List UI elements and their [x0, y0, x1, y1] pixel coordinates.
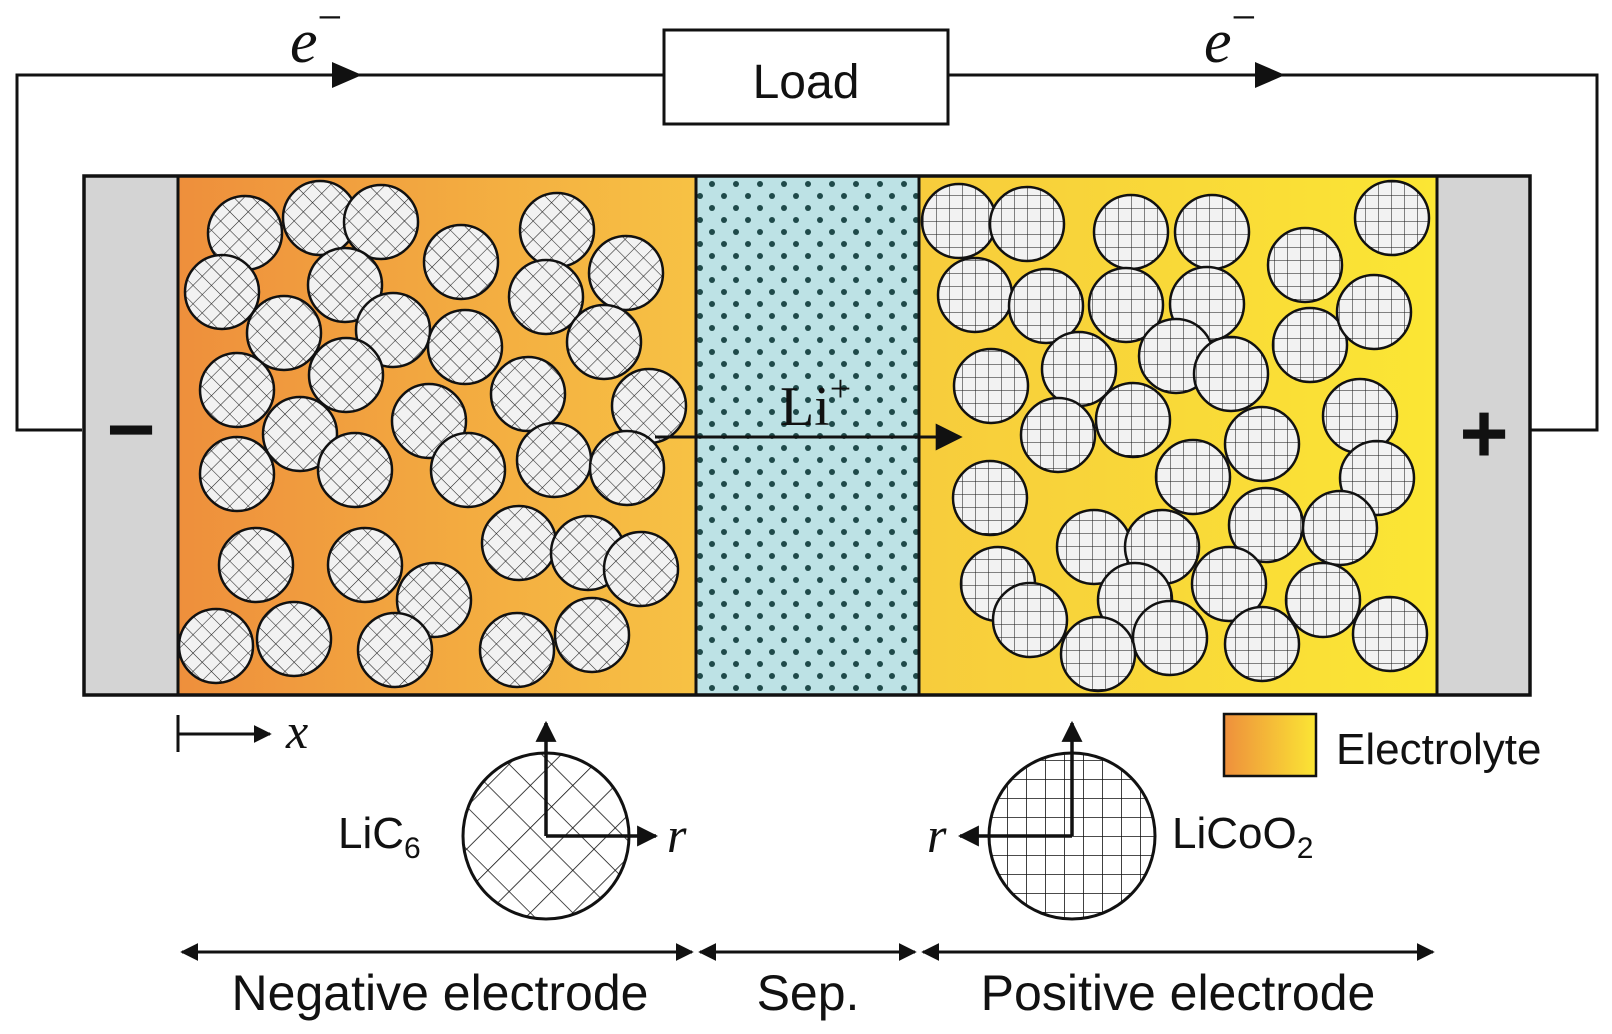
licoo2-label: LiCoO2 — [1172, 809, 1313, 865]
licoo2-particle — [1284, 561, 1362, 639]
lic6-particle — [489, 355, 567, 433]
positive-particles — [920, 179, 1431, 693]
licoo2-particle — [1092, 193, 1170, 271]
lic6-particle — [356, 611, 434, 689]
licoo2-particle — [1131, 599, 1209, 677]
licoo2-particle — [936, 256, 1014, 334]
licoo2-particle — [1335, 273, 1413, 351]
lic6-particle — [478, 611, 556, 689]
lic6-particle — [507, 258, 585, 336]
licoo2-particle — [952, 347, 1030, 425]
licoo2-particle — [1223, 605, 1301, 683]
licoo2-particle — [1223, 405, 1301, 483]
licoo2-particle — [1094, 381, 1172, 459]
electron-flow-arrow-left — [332, 62, 362, 88]
separator-label: Sep. — [757, 965, 860, 1021]
lic6-particle — [255, 600, 333, 678]
lic6-particle — [245, 294, 323, 372]
licoo2-particle — [1351, 595, 1429, 673]
lic6-particle — [326, 526, 404, 604]
lic6-particle — [354, 291, 432, 369]
licoo2-particle — [991, 581, 1069, 659]
licoo2-particle — [1087, 266, 1165, 344]
negative-current-collector — [84, 176, 178, 695]
lic6-label: LiC6 — [338, 809, 421, 865]
licoo2-particle — [1266, 226, 1344, 304]
positive-terminal-sign: + — [1459, 386, 1508, 480]
lic6-particle — [602, 530, 680, 608]
licoo2-particle — [951, 459, 1029, 537]
lic6-particle — [426, 308, 504, 386]
licoo2-particle — [988, 185, 1066, 263]
licoo2-particle — [1190, 545, 1268, 623]
cell-outline — [82, 174, 1532, 697]
lic6-particle — [587, 234, 665, 312]
electrolyte-legend-label: Electrolyte — [1336, 725, 1541, 774]
electron-label-right: e− — [1204, 0, 1256, 76]
licoo2-particle — [1019, 396, 1097, 474]
positive-electrode-label: Positive electrode — [981, 965, 1376, 1021]
electron-label-left: e− — [290, 0, 342, 76]
negative-electrode-label: Negative electrode — [232, 965, 649, 1021]
licoo2-particle — [1059, 615, 1137, 693]
lic6-particle — [198, 351, 276, 429]
lic6-particle — [217, 526, 295, 604]
licoo2-particle — [920, 182, 998, 260]
x-axis-label: x — [285, 703, 308, 759]
lic6-particle — [588, 429, 666, 507]
licoo2-particle — [1353, 179, 1431, 257]
positive-current-collector — [1437, 176, 1530, 695]
lic6-particle — [480, 504, 558, 582]
li-ion-label: Li+ — [780, 368, 851, 438]
licoo2-particle — [1271, 306, 1349, 384]
lic6-radial-label: r — [667, 807, 687, 863]
load-box — [662, 28, 950, 126]
lic6-particle — [429, 431, 507, 509]
licoo2-radial-label: r — [927, 807, 947, 863]
lic6-particle — [316, 431, 394, 509]
lic6-particle — [518, 191, 596, 269]
licoo2-particle — [1192, 335, 1270, 413]
lic6-particle — [183, 253, 261, 331]
lic6-particle — [342, 183, 420, 261]
electrolyte-legend-swatch — [1222, 712, 1318, 778]
lic6-particle — [422, 223, 500, 301]
lic6-particle — [515, 421, 593, 499]
lic6-particle — [261, 395, 339, 473]
lic6-particle — [307, 336, 385, 414]
licoo2-particle — [1154, 438, 1232, 516]
licoo2-particle — [1173, 193, 1251, 271]
licoo2-particle — [1301, 489, 1379, 567]
negative-terminal-sign: − — [106, 382, 155, 476]
lic6-particle — [198, 435, 276, 513]
lic6-particle — [177, 607, 255, 685]
lic6-particle — [553, 596, 631, 674]
electron-flow-arrow-right — [1255, 62, 1285, 88]
licoo2-particle — [1007, 267, 1085, 345]
load-label: Load — [753, 56, 860, 109]
lic6-particle — [565, 303, 643, 381]
lic6-particle — [306, 246, 384, 324]
